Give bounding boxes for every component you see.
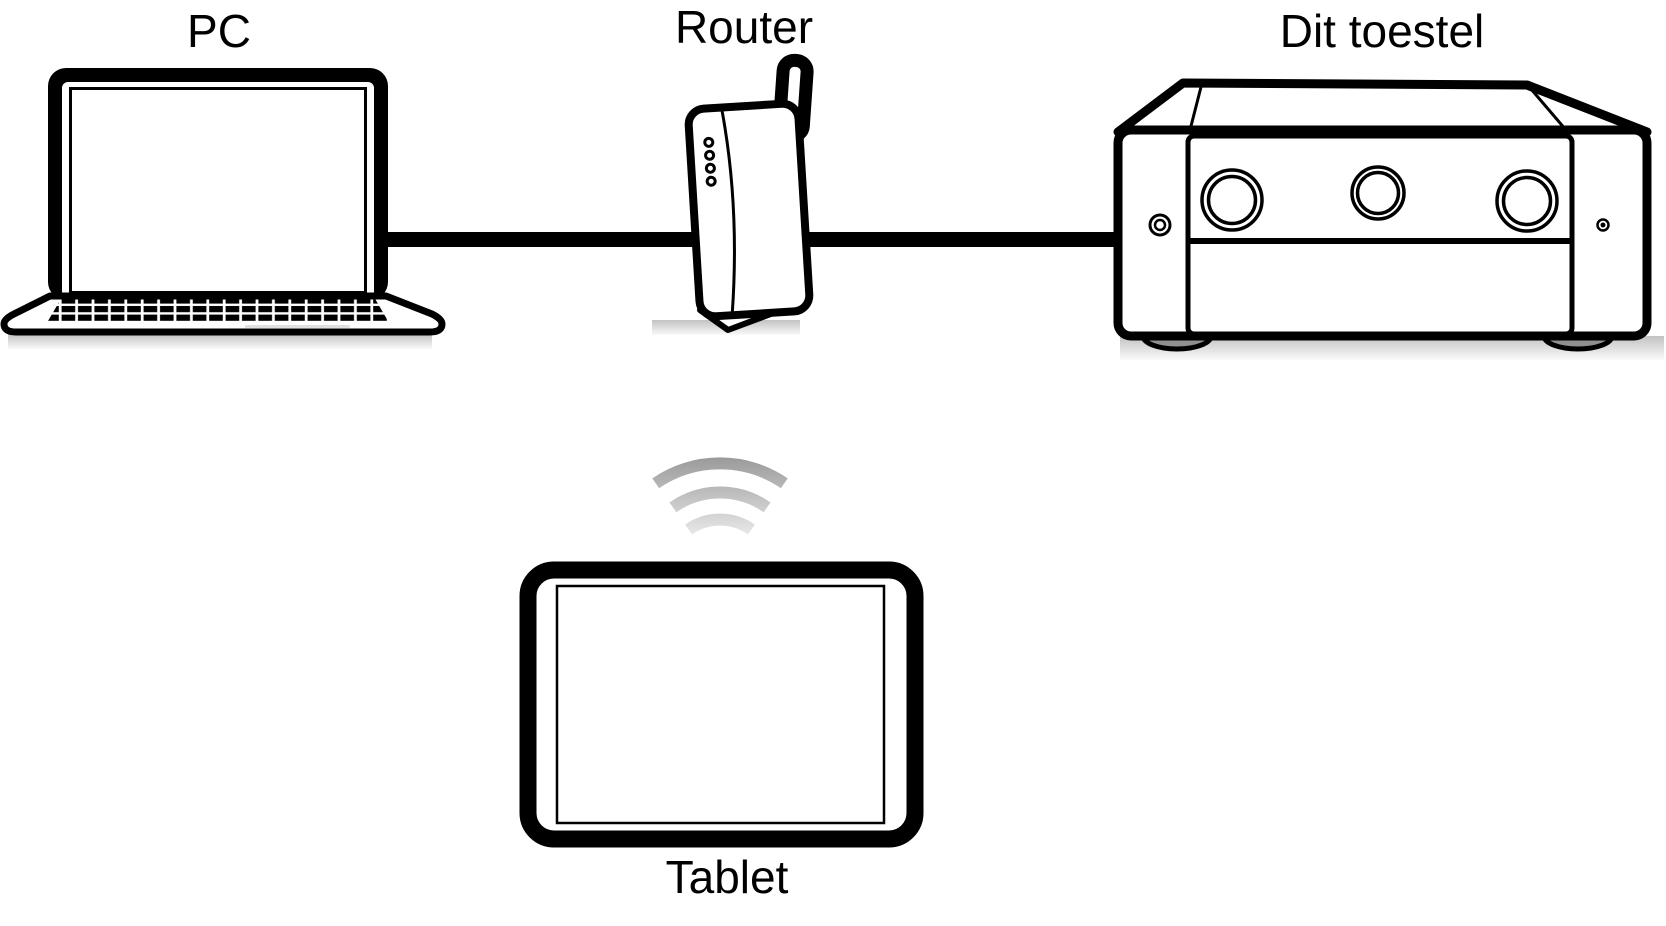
receiver-power-button [1148, 213, 1172, 237]
pc-label: PC [187, 5, 251, 57]
laptop-keyboard [48, 297, 388, 321]
receiver-knob-right [1495, 169, 1559, 233]
tablet-illustration [519, 561, 924, 848]
pc-illustration [0, 68, 446, 349]
router-panel-edge [720, 109, 736, 314]
receiver-knob-left [1200, 168, 1264, 232]
receiver-top-crease [1188, 86, 1203, 131]
cable-pc-router [378, 232, 700, 247]
tablet-label: Tablet [665, 851, 789, 903]
laptop-screen [69, 87, 367, 294]
receiver-illustration [1113, 78, 1664, 360]
router-led [704, 149, 716, 161]
router-illustration [652, 53, 814, 335]
receiver-knob-middle [1350, 165, 1406, 221]
tablet-screen [555, 584, 886, 825]
receiver-top-crease [1529, 88, 1568, 131]
router-label: Router [674, 1, 814, 53]
receiver-label: Dit toestel [1279, 5, 1485, 57]
router-led [704, 162, 716, 174]
cable-router-receiver [796, 232, 1126, 247]
receiver-top-face [1113, 78, 1652, 137]
wifi-signal-icon [652, 457, 788, 535]
receiver-front-panel [1185, 133, 1575, 337]
router-led [705, 175, 717, 187]
pc-shadow [8, 334, 432, 349]
receiver-indicator [1596, 218, 1610, 232]
router-led [703, 136, 715, 148]
laptop-base-highlight [245, 325, 350, 328]
receiver-panel-divider [1188, 238, 1572, 244]
router-body [684, 99, 814, 321]
